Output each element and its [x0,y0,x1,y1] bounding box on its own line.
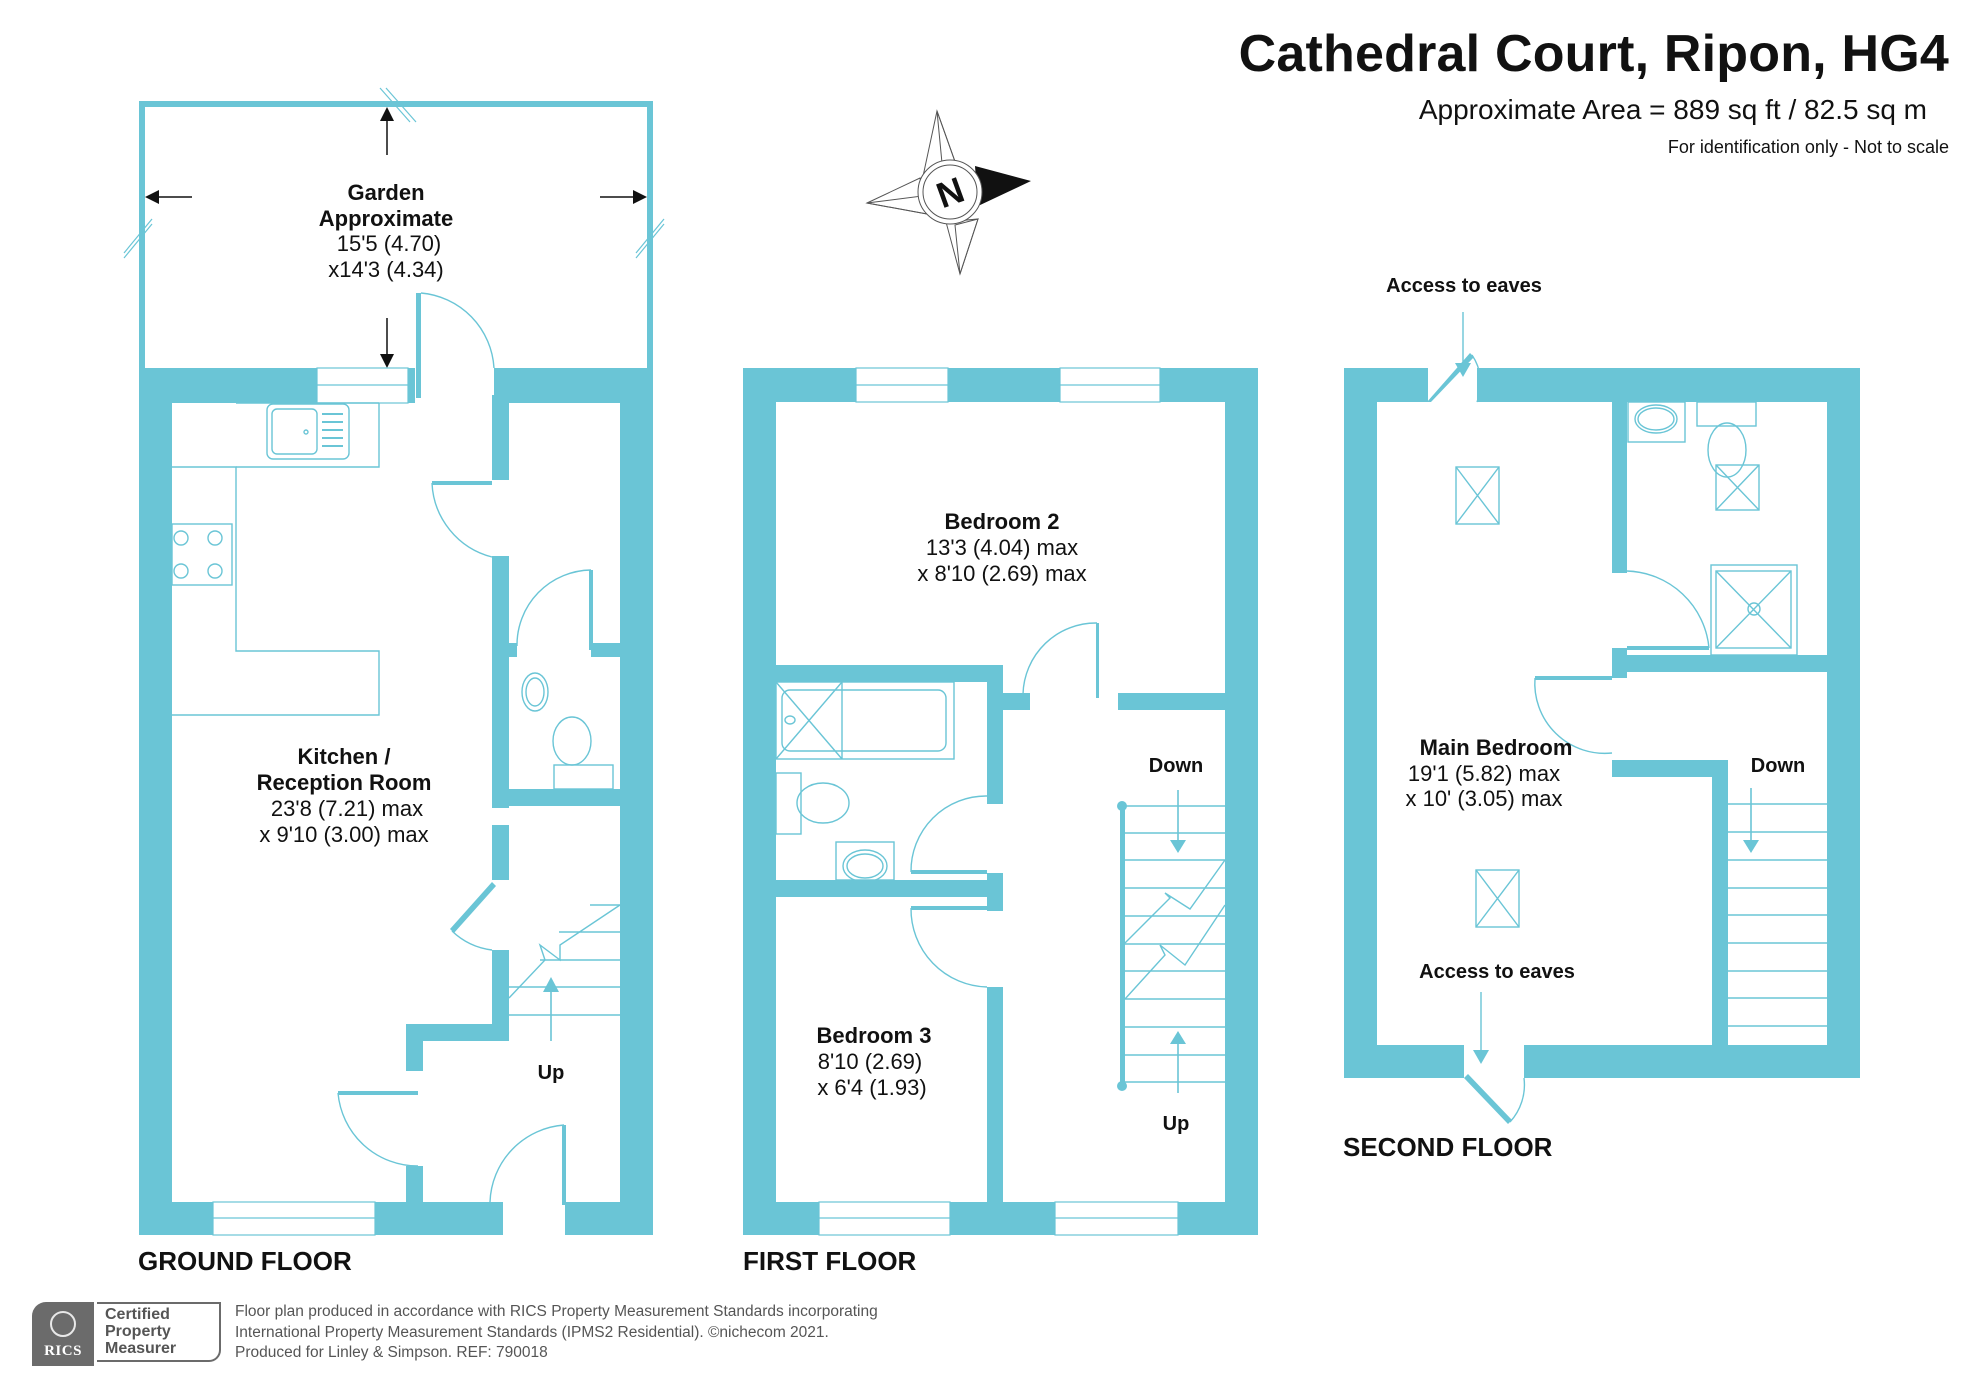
ground-floor-plan: Garden Approximate 15'5 (4.70) x14'3 (4.… [123,87,665,1276]
main-bedroom-dimension-1: 19'1 (5.82) max [1408,761,1560,786]
ground-floor-label: GROUND FLOOR [138,1246,352,1276]
wc-basin-icon [521,672,549,712]
first-stairs-down-label: Down [1149,755,1203,777]
kitchen-name-line1: Kitchen / [298,744,391,769]
disclaimer: For identification only - Not to scale [1667,137,1949,157]
rics-wordmark: RICS [44,1343,82,1359]
first-floor-walls [743,368,1258,1235]
bedroom3-dimension-2: x 6'4 (1.93) [817,1075,926,1100]
ground-stairs [508,904,621,1041]
skylight-icon [1475,869,1520,928]
bedroom3-dimension-1: 8'10 (2.69) [818,1049,923,1074]
second-floor-stairs [1728,788,1827,1027]
eaves-access-bottom-label: Access to eaves [1419,961,1575,983]
garden-dimension-2: x14'3 (4.34) [328,257,444,282]
property-title: Cathedral Court, Ripon, HG4 [1238,25,1949,83]
second-floor-label: SECOND FLOOR [1343,1132,1553,1162]
kitchen-dimension-2: x 9'10 (3.00) max [259,822,428,847]
kitchen-dimension-1: 23'8 (7.21) max [271,796,423,821]
garden-name-line2: Approximate [319,206,453,231]
cert-line-1: Certified [105,1306,170,1323]
sink-icon [266,403,350,460]
first-stairs-up-label: Up [1163,1113,1190,1135]
kitchen-name-line2: Reception Room [257,770,432,795]
garden-dimension-1: 15'5 (4.70) [337,231,442,256]
second-floor-plan: Access to eaves Main Bedroom 19'1 (5.82)… [1343,275,1860,1162]
wc-toilet-icon [552,716,614,790]
bedroom3-name: Bedroom 3 [817,1023,932,1048]
garden-boundary [123,87,665,373]
approximate-area: Approximate Area = 889 sq ft / 82.5 sq m [1418,94,1927,125]
skylight-icon [1455,466,1500,525]
rics-lion-icon [50,1311,76,1337]
first-floor-plan: Bedroom 2 13'3 (4.04) max x 8'10 (2.69) … [743,367,1258,1276]
shower-icon [1710,564,1798,656]
ground-stairs-up-label: Up [538,1062,565,1084]
main-bedroom-dimension-2: x 10' (3.05) max [1405,786,1562,811]
rics-logo: RICS [32,1302,94,1366]
ground-floor-walls [139,368,653,1235]
bedroom2-dimension-2: x 8'10 (2.69) max [917,561,1086,586]
cert-line-3: Measurer [105,1340,177,1357]
ground-floor-windows [212,367,409,1236]
compass-rose-icon: N [865,109,1031,276]
garden-name-line1: Garden [347,180,424,205]
footer: RICS Certified Property Measurer Floor p… [32,1302,878,1366]
footer-line-3: Produced for Linley & Simpson. REF: 7900… [235,1344,548,1361]
second-floor-doors [1427,312,1710,1124]
ground-floor-doors [337,292,593,1205]
first-floor-doors [910,622,1099,988]
bathroom-basin-icon [835,841,895,883]
footer-notes: Floor plan produced in accordance with R… [235,1302,878,1364]
bedroom2-name: Bedroom 2 [945,509,1060,534]
first-floor-stairs [1117,790,1226,1093]
footer-line-1: Floor plan produced in accordance with R… [235,1303,878,1320]
ensuite-toilet-icon [1696,401,1757,478]
main-bedroom-name: Main Bedroom [1420,735,1573,760]
eaves-access-top-label: Access to eaves [1386,275,1542,297]
kitchen-units [172,402,380,716]
cert-line-2: Property [105,1323,171,1340]
ensuite-basin-icon [1627,401,1686,443]
second-stairs-down-label: Down [1751,755,1805,777]
first-floor-label: FIRST FLOOR [743,1246,917,1276]
garden-dimension-arrows [145,107,647,368]
skylight-icon [1715,464,1760,511]
bath-icon [775,681,955,760]
footer-line-2: International Property Measurement Stand… [235,1323,829,1341]
first-floor-windows [818,367,1179,1236]
bathroom-toilet-icon [775,772,850,835]
certified-property-measurer-badge: Certified Property Measurer [97,1302,221,1362]
second-floor-walls [1344,368,1860,1078]
bedroom2-dimension-1: 13'3 (4.04) max [926,535,1078,560]
hob-icon [171,523,233,586]
